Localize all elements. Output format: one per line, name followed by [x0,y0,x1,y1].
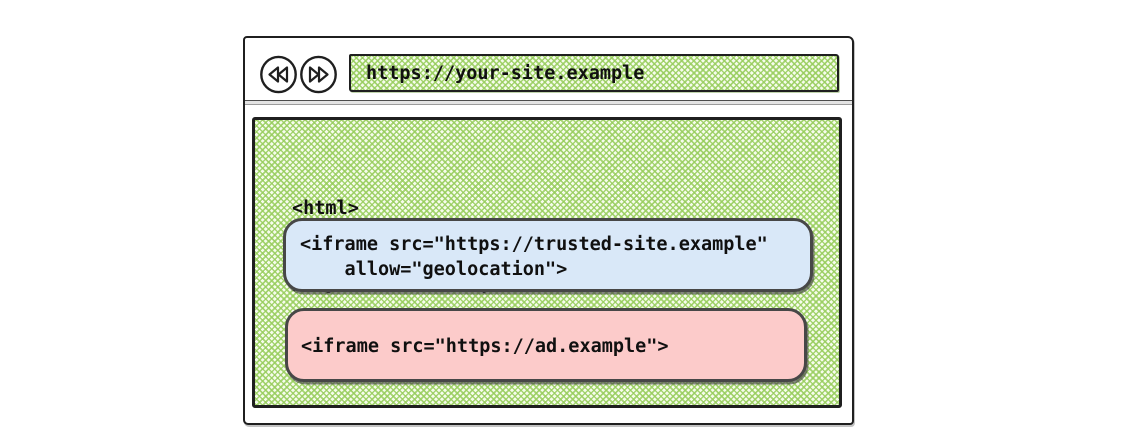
forward-icon [300,55,337,94]
address-bar: https://your-site.example [349,54,839,92]
back-button [259,55,298,94]
back-icon [260,55,297,94]
ad-iframe-code-line: <iframe src="https://ad.example"> [301,336,669,357]
trusted-iframe-code-line-2: allow="geolocation"> [300,259,568,280]
ad-iframe-box: <iframe src="https://ad.example"> [285,308,807,382]
page-content: <html> // your-site.example code <iframe… [252,117,842,408]
site-code-line-1: <html> [292,198,359,219]
trusted-iframe-box: <iframe src="https://trusted-site.exampl… [283,218,813,292]
url-text: https://your-site.example [366,62,645,84]
forward-button [299,55,338,94]
trusted-iframe-code-line-1: <iframe src="https://trusted-site.exampl… [300,234,768,255]
toolbar-divider [245,100,852,105]
browser-window: https://your-site.example <html> // your… [243,36,854,425]
